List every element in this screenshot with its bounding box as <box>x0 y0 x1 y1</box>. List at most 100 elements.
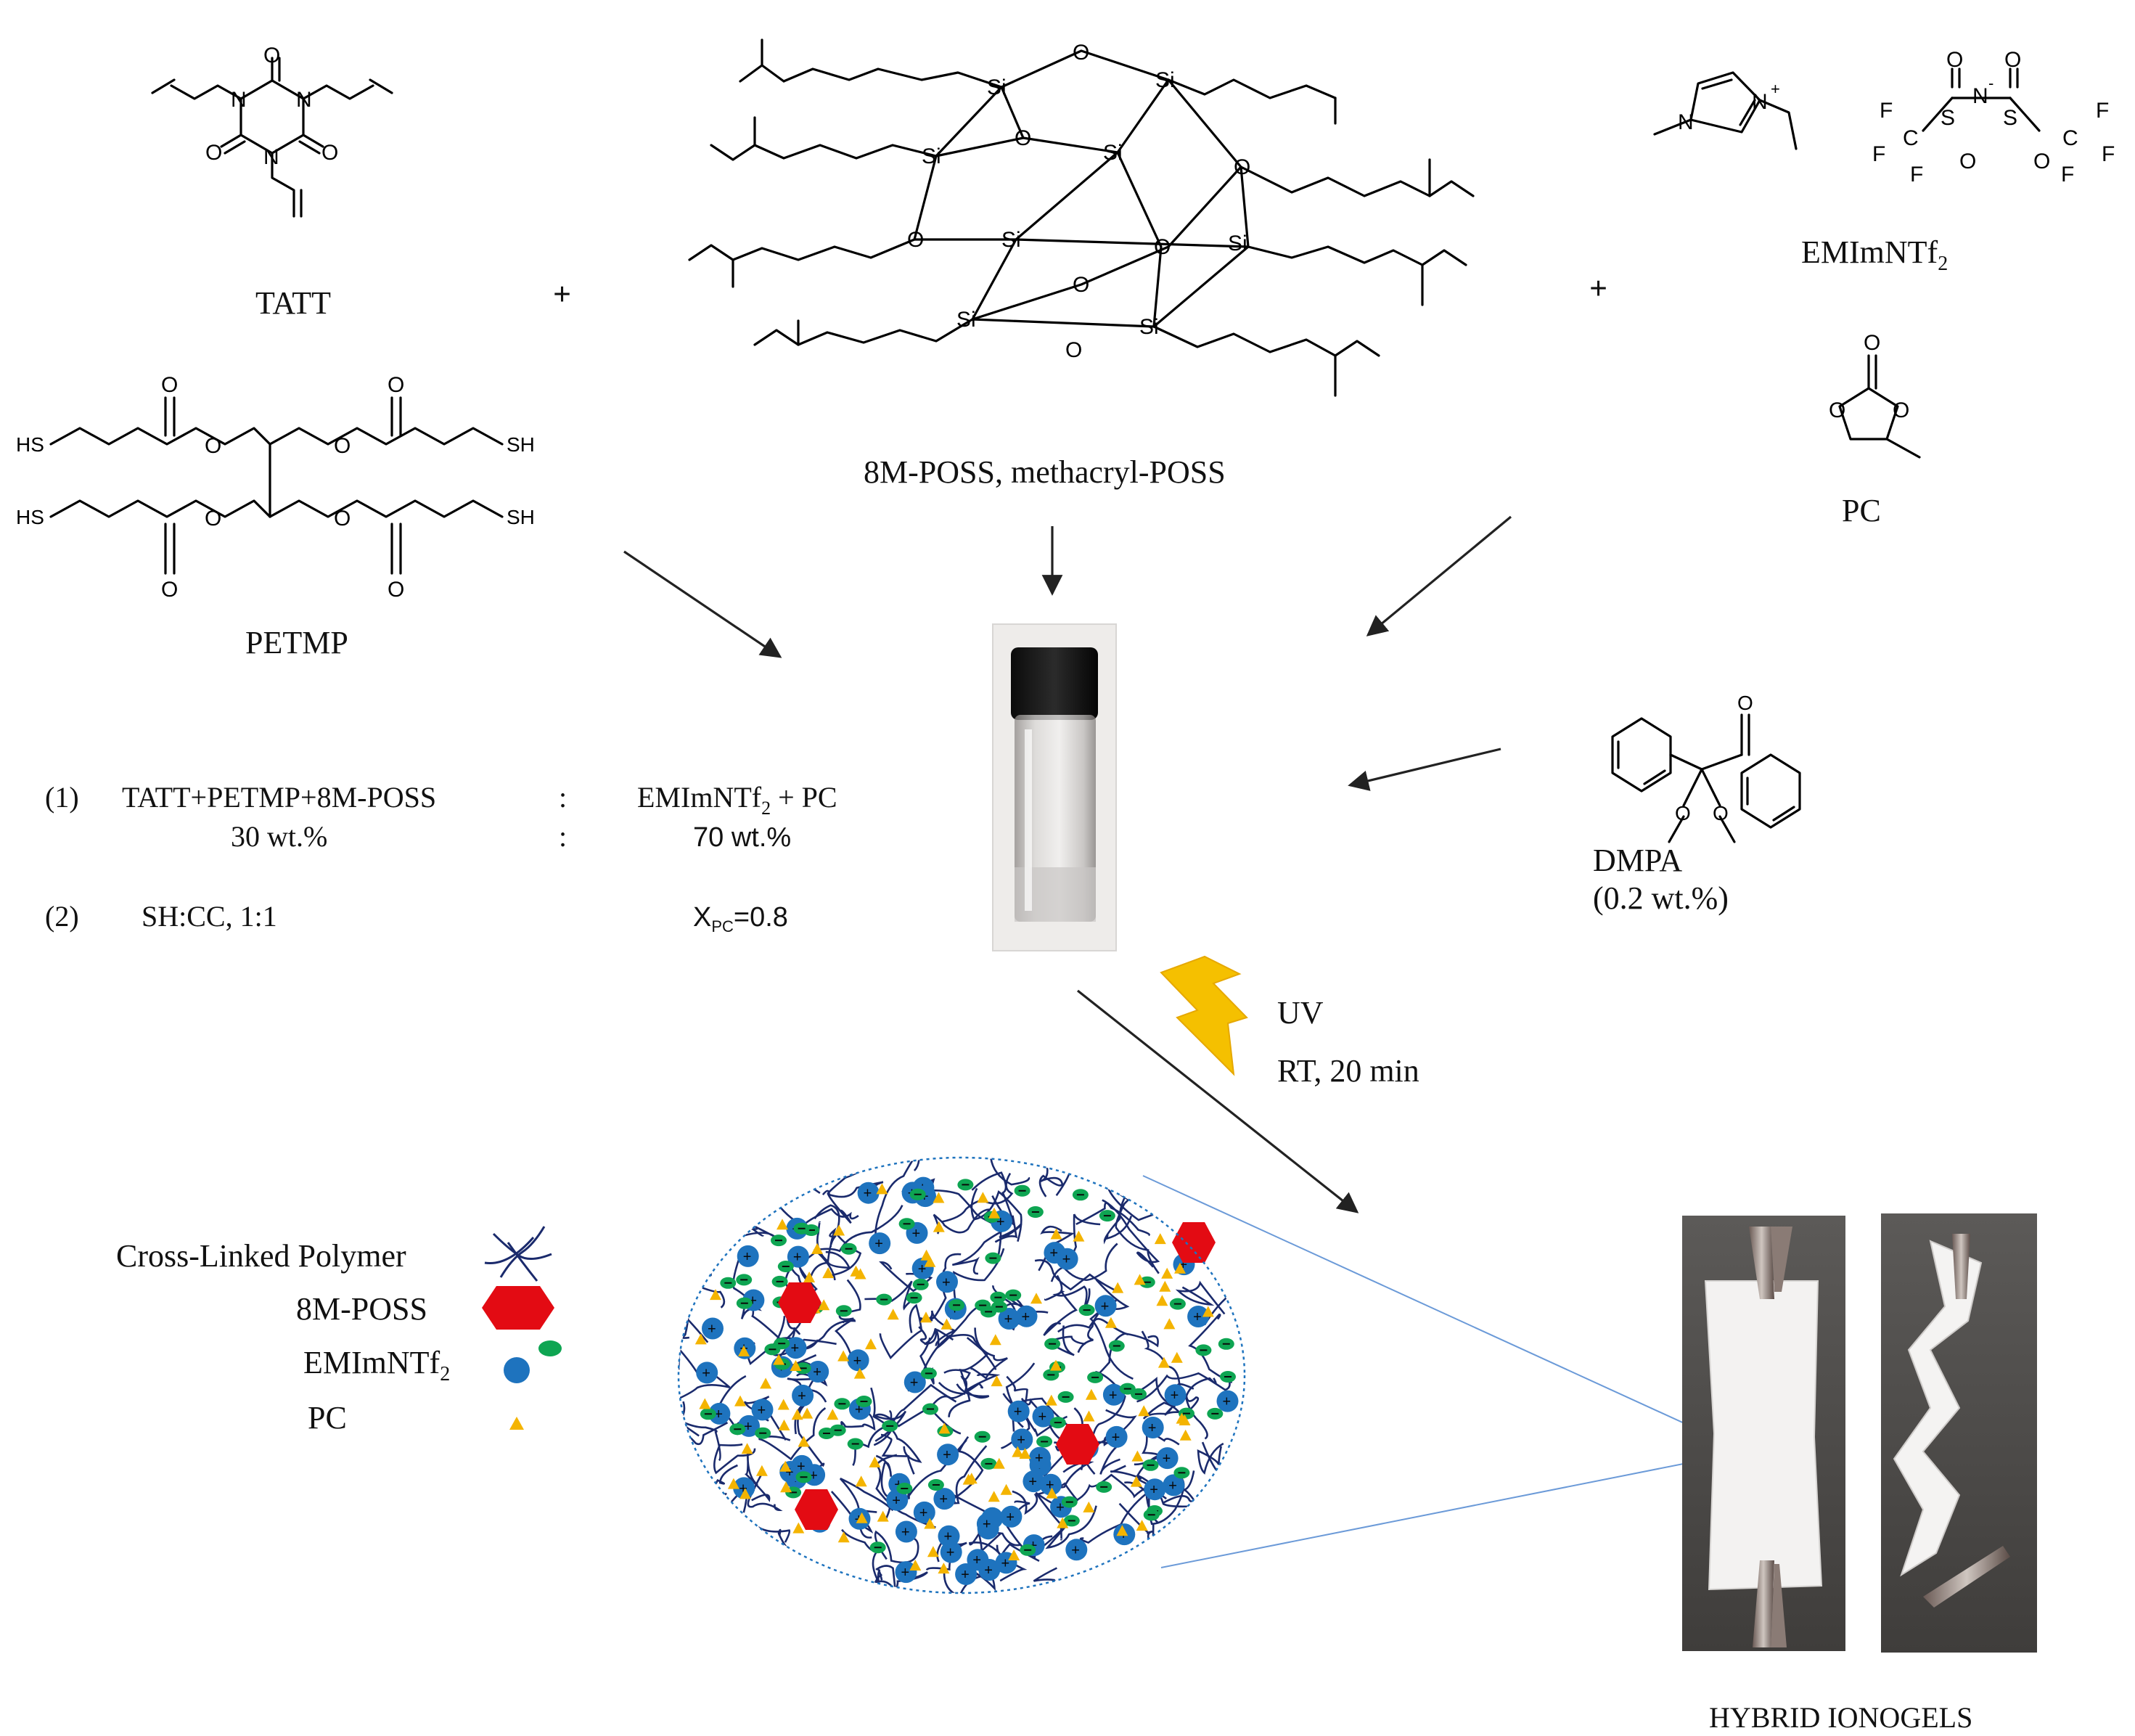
cation-plus-glyph: + <box>1017 1432 1025 1448</box>
pc-mark <box>773 1354 785 1365</box>
polymer-chain <box>679 1557 729 1592</box>
network-zoom: ++++++++++++++++++++++++++++++++++++++++… <box>677 1156 1246 1594</box>
cation-plus-glyph: + <box>758 1402 766 1418</box>
poss-label: 8M-POSS, methacryl-POSS <box>864 454 1226 490</box>
cation-mark <box>903 1371 926 1393</box>
cation-mark <box>895 1520 917 1543</box>
ionogel-photo-flat <box>1682 1216 1845 1651</box>
polymer-chain <box>918 1326 938 1346</box>
polymer-chain <box>1089 1299 1134 1380</box>
dmpa-o: O <box>1737 692 1753 714</box>
cation-mark <box>787 1245 809 1268</box>
pc-mark <box>776 1219 788 1230</box>
pc-mark <box>710 1289 721 1301</box>
polymer-chain <box>1147 1561 1200 1593</box>
polymer-chain <box>679 1244 712 1277</box>
tatt-n-bottom: N <box>263 145 279 169</box>
cation-plus-glyph: + <box>1071 1542 1080 1558</box>
cation-mark <box>696 1362 718 1384</box>
polymer-chain <box>679 1158 723 1205</box>
pc-mark <box>1156 1295 1168 1306</box>
pc-mark <box>1050 1228 1062 1240</box>
pc-mark <box>811 1242 824 1254</box>
tatt-o-left: O <box>205 141 222 165</box>
row1-left: TATT+PETMP+8M-POSS <box>122 781 436 814</box>
cation-mark <box>792 1384 814 1407</box>
polymer-chain <box>689 1158 724 1242</box>
tatt-structure: O N N N O O <box>151 44 393 218</box>
cation-plus-glyph: + <box>809 1467 818 1483</box>
polymer-chain <box>1043 1290 1078 1336</box>
poss-o: O <box>1234 155 1250 179</box>
polymer-chain <box>874 1565 897 1592</box>
pc-o: O <box>1829 398 1845 422</box>
pc-mark <box>1179 1414 1191 1425</box>
ionic-species: ++++++++++++++++++++++++++++++++++++++++… <box>694 1176 1239 1585</box>
cation-plus-glyph: + <box>797 1459 806 1475</box>
pc-mark <box>779 1460 792 1472</box>
pc-mark <box>833 1224 845 1236</box>
pc-mark <box>1012 1446 1024 1457</box>
pc-triangle-icon <box>509 1417 524 1430</box>
polymer-chain <box>1124 1559 1165 1590</box>
cation-mark <box>1105 1425 1128 1448</box>
ntf-o: O <box>1959 150 1976 173</box>
pc-mark <box>865 1338 877 1350</box>
polymer-chain <box>1038 1167 1064 1197</box>
polymer-chain <box>813 1205 903 1281</box>
pc-mark <box>876 1183 888 1195</box>
cation-mark <box>1094 1295 1117 1317</box>
row2-left: SH:CC, 1:1 <box>142 900 277 933</box>
pc-mark <box>920 1311 932 1323</box>
poss-hexagon-icon <box>482 1286 554 1330</box>
cation-mark <box>1065 1539 1088 1561</box>
tatt-o-right: O <box>321 141 338 165</box>
pc-mark <box>1130 1475 1142 1487</box>
cation-plus-glyph: + <box>1001 1555 1010 1571</box>
pc-mark <box>877 1510 889 1522</box>
polymer-network-icon <box>484 1226 552 1282</box>
tatt-n-right: N <box>296 88 312 112</box>
pc-structure: O O O <box>1829 331 1921 459</box>
pc-mark <box>933 1221 945 1232</box>
pc-mark <box>1163 1318 1176 1330</box>
legend-poss-label: 8M-POSS <box>296 1291 427 1327</box>
ntf-minus: - <box>1988 74 1993 92</box>
cation-plus-glyph: + <box>1101 1298 1110 1314</box>
pc-mark <box>856 1512 868 1523</box>
emim-label: EMImNTf2 <box>1801 234 1948 275</box>
petmp-o: O <box>334 507 351 531</box>
cation-mark <box>1007 1400 1030 1422</box>
pc-mark <box>738 1345 750 1356</box>
cation-mark <box>895 1561 917 1584</box>
cation-plus-glyph: + <box>855 1402 864 1418</box>
petmp-o: O <box>205 507 221 531</box>
polymer-chain <box>935 1300 989 1349</box>
ntf-f: F <box>1880 99 1893 123</box>
pc-mark <box>887 1309 899 1320</box>
cation-plus-glyph: + <box>1006 1510 1015 1526</box>
poss-structure: Si Si Si Si Si Si Si Si O O O O O O O <box>688 38 1475 397</box>
polymer-chain <box>794 1400 825 1473</box>
emim-n: N <box>1752 90 1768 114</box>
poss-si: Si <box>1103 141 1123 165</box>
pc-mark <box>1154 1233 1166 1245</box>
cation-mark <box>937 1444 959 1466</box>
pc-mark <box>989 1334 1001 1346</box>
pc-mark <box>803 1272 816 1282</box>
cation-mark <box>1032 1405 1054 1428</box>
dmpa-amount: (0.2 wt.%) <box>1593 880 1729 916</box>
lightning-bolt-icon <box>1160 955 1248 1076</box>
legend-polymer-label: Cross-Linked Polymer <box>116 1238 406 1274</box>
polymer-chain <box>1185 1377 1217 1412</box>
poss-hexagon <box>1056 1424 1099 1465</box>
polymer-chain <box>743 1396 787 1441</box>
cation-plus-glyph: + <box>874 1236 883 1252</box>
cation-plus-glyph: + <box>1193 1309 1202 1325</box>
polymer-chain <box>1188 1313 1233 1383</box>
petmp-o: O <box>205 434 221 458</box>
cation-plus-glyph: + <box>708 1322 716 1338</box>
ntf-s: S <box>2003 106 2017 130</box>
cation-mark <box>847 1349 869 1372</box>
cation-mark <box>938 1525 960 1547</box>
